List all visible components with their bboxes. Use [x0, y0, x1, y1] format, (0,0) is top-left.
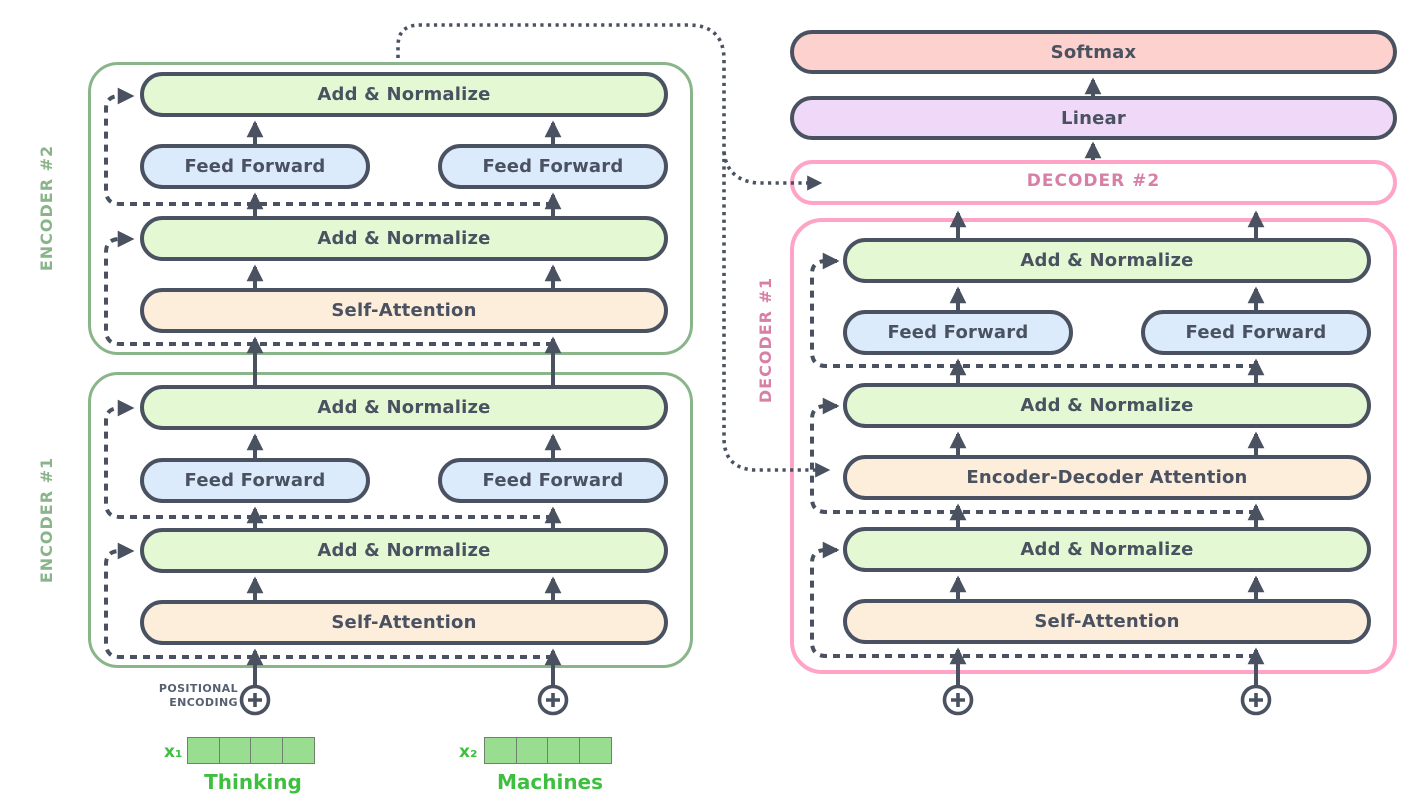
- encoder2-feed-forward-left: Feed Forward: [140, 144, 370, 189]
- embedding-cell: [218, 737, 252, 764]
- decoder2-box: [790, 160, 1397, 205]
- decoder1-add-normalize-top: Add & Normalize: [843, 238, 1371, 283]
- plus-circle-icon: [537, 684, 569, 716]
- decoder1-feed-forward-right: Feed Forward: [1141, 310, 1371, 355]
- embedding-cell: [515, 737, 549, 764]
- encoder2-add-normalize-top: Add & Normalize: [140, 72, 668, 117]
- context-vector-path: [396, 23, 831, 478]
- positional-encoding-caption: POSITIONAL ENCODING: [128, 682, 238, 710]
- embedding-cell: [578, 737, 612, 764]
- positional-add-icons: [239, 684, 1272, 716]
- x2-embedding-vector: [484, 737, 612, 764]
- encoder1-feed-forward-left: Feed Forward: [140, 458, 370, 503]
- embedding-cell: [281, 737, 315, 764]
- positional-encoding-line1: POSITIONAL: [158, 682, 238, 695]
- residual-connections: [104, 87, 1256, 659]
- decoder-stream-arrows: [949, 77, 1265, 687]
- embedding-cell: [250, 737, 283, 764]
- embedding-cell: [547, 737, 580, 764]
- decoder1-stack-label: DECODER #1: [756, 276, 775, 404]
- decoder1-add-normalize-bottom: Add & Normalize: [843, 527, 1371, 572]
- linear-block: Linear: [790, 96, 1397, 140]
- decoder1-add-normalize-middle: Add & Normalize: [843, 383, 1371, 428]
- x1-embedding-vector: [187, 737, 315, 764]
- encoder1-add-normalize-bottom: Add & Normalize: [140, 528, 668, 573]
- positional-encoding-line2: ENCODING: [169, 696, 238, 709]
- plus-circle-icon: [239, 684, 271, 716]
- encoder1-stack-label: ENCODER #1: [37, 456, 56, 584]
- decoder1-box: [790, 218, 1397, 674]
- encoder1-feed-forward-right: Feed Forward: [438, 458, 668, 503]
- encoder2-self-attention: Self-Attention: [140, 288, 668, 333]
- x2-embedding-label: x₂: [459, 742, 478, 762]
- decoder1-encoder-decoder-attention: Encoder-Decoder Attention: [843, 455, 1371, 500]
- encoder2-add-normalize-bottom: Add & Normalize: [140, 216, 668, 261]
- plus-circle-icon: [1240, 684, 1272, 716]
- plus-circle-icon: [942, 684, 974, 716]
- encoder2-stack-label: ENCODER #2: [37, 144, 56, 272]
- embedding-cell: [484, 737, 517, 764]
- softmax-block: Softmax: [790, 30, 1397, 74]
- encoder2-feed-forward-right: Feed Forward: [438, 144, 668, 189]
- encoder1-self-attention: Self-Attention: [140, 600, 668, 645]
- input-token-2: Machines: [496, 770, 604, 794]
- decoder2-stack-label: DECODER #2: [1026, 171, 1161, 191]
- x1-embedding-label: x₁: [164, 742, 183, 762]
- decoder1-self-attention: Self-Attention: [843, 599, 1371, 644]
- encoder1-add-normalize-top: Add & Normalize: [140, 385, 668, 430]
- embedding-cell: [187, 737, 220, 764]
- decoder1-feed-forward-left: Feed Forward: [843, 310, 1073, 355]
- input-token-1: Thinking: [204, 770, 302, 794]
